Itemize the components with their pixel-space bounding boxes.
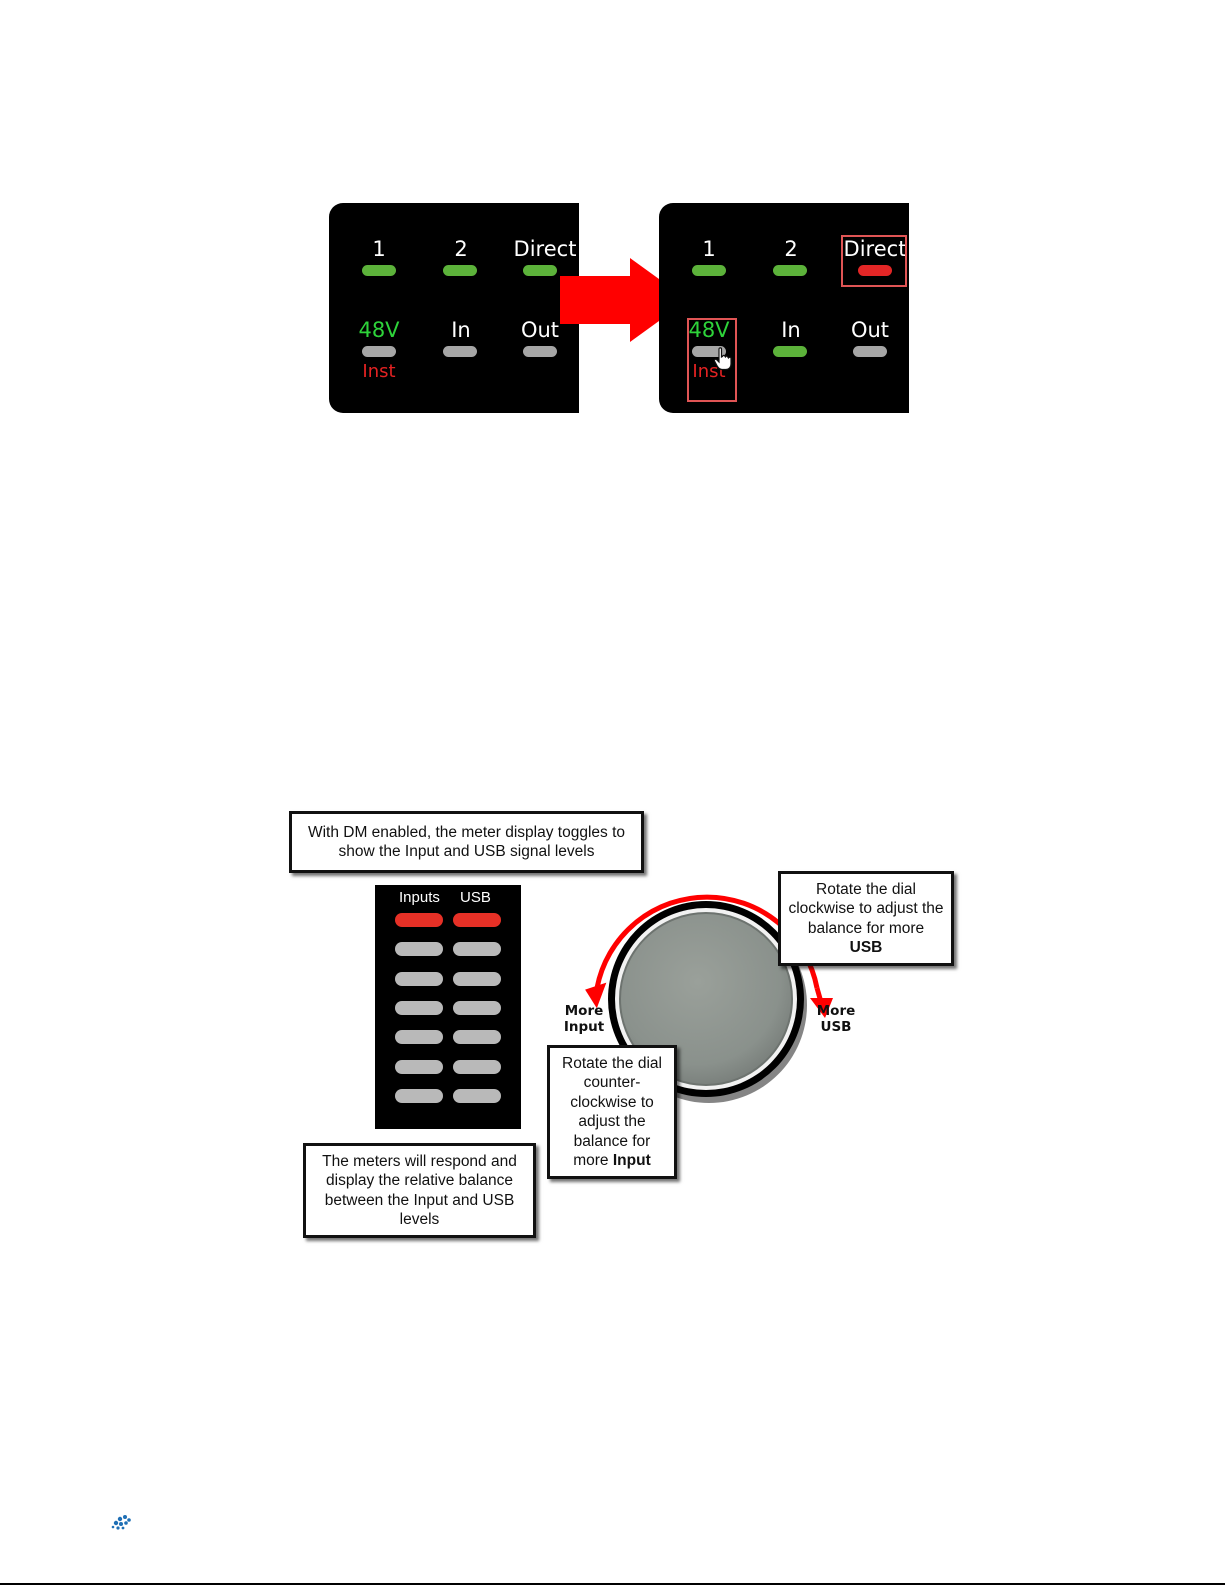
meter-input-seg [395, 1001, 443, 1015]
dial-graphic [585, 894, 833, 1103]
label-more-usb: More USB [816, 1003, 856, 1035]
led-out [853, 346, 887, 357]
meter-usb-seg [453, 913, 501, 927]
meter-input-seg [395, 972, 443, 986]
meter-usb-seg [453, 1089, 501, 1103]
highlight-48v [687, 318, 737, 402]
label-48v: 48V [358, 318, 400, 342]
led-1 [692, 265, 726, 276]
transition-arrow [560, 258, 688, 342]
meter-header-inputs: Inputs [399, 889, 440, 906]
meter-usb-seg [453, 1001, 501, 1015]
logo-icon [111, 1515, 131, 1530]
footer-rule [0, 1583, 1225, 1585]
led-in [443, 346, 477, 357]
label-more-input: More Input [563, 1003, 605, 1035]
led-out [523, 346, 557, 357]
label-direct: Direct [513, 237, 577, 261]
meter-usb-seg [453, 942, 501, 956]
meter-display: Inputs USB [375, 885, 521, 1129]
led-direct [523, 265, 557, 276]
led-2 [443, 265, 477, 276]
led-1 [362, 265, 396, 276]
label-out: Out [850, 318, 890, 342]
meter-usb-seg [453, 1030, 501, 1044]
label-48v: 48V [688, 318, 730, 342]
meter-input-seg [395, 942, 443, 956]
label-2: 2 [784, 237, 798, 261]
panel-before: 1 2 Direct 48V In Out Inst [329, 203, 579, 413]
meter-input-seg [395, 1030, 443, 1044]
label-1: 1 [702, 237, 716, 261]
meter-usb-seg [453, 972, 501, 986]
callout-clockwise: Rotate the dial clockwise to adjust the … [778, 871, 954, 966]
label-in: In [451, 318, 471, 342]
label-direct: Direct [843, 237, 907, 261]
meter-header-usb: USB [460, 889, 491, 906]
callout-meter-toggle: With DM enabled, the meter display toggl… [289, 811, 644, 873]
meter-usb-seg [453, 1060, 501, 1074]
label-inst: Inst [362, 361, 396, 382]
led-2 [773, 265, 807, 276]
label-1: 1 [372, 237, 386, 261]
panel-after: 1 2 Direct 48V In Out Inst [659, 203, 909, 413]
led-in [773, 346, 807, 357]
meter-input-seg [395, 1060, 443, 1074]
pointer-hand-icon [713, 347, 732, 371]
label-in: In [781, 318, 801, 342]
meter-input-seg [395, 913, 443, 927]
callout-meter-respond: The meters will respond and display the … [303, 1143, 536, 1238]
label-out: Out [520, 318, 560, 342]
led-direct [858, 265, 892, 276]
led-48v [362, 346, 396, 357]
label-2: 2 [454, 237, 468, 261]
led-48v[interactable] [692, 346, 726, 357]
highlight-direct [841, 235, 907, 287]
meter-input-seg [395, 1089, 443, 1103]
callout-counter-clockwise: Rotate the dial counter-clockwise to adj… [547, 1045, 677, 1179]
